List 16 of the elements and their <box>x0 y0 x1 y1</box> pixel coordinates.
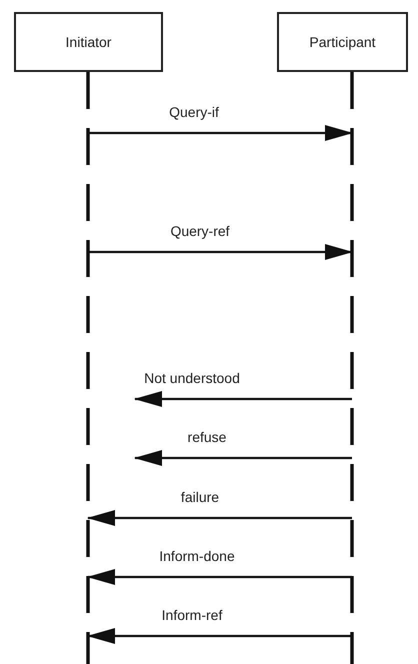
message-label: Inform-ref <box>162 607 222 623</box>
message-arrow <box>88 244 353 260</box>
message-label: refuse <box>188 429 226 445</box>
participant-name: Participant <box>309 34 376 50</box>
message-label: Not understood <box>144 370 240 386</box>
message-label: failure <box>180 489 220 505</box>
message-arrow <box>87 569 352 585</box>
message-arrow <box>87 628 352 644</box>
message-label: Inform-done <box>159 548 235 564</box>
message-arrow <box>134 391 352 407</box>
message-label: Query-ref <box>170 223 230 239</box>
message-arrow <box>134 450 352 466</box>
message-arrow <box>87 510 352 526</box>
message-arrow <box>88 125 353 141</box>
message-label: Query-if <box>169 104 219 120</box>
participant-name: Initiator <box>66 34 112 50</box>
